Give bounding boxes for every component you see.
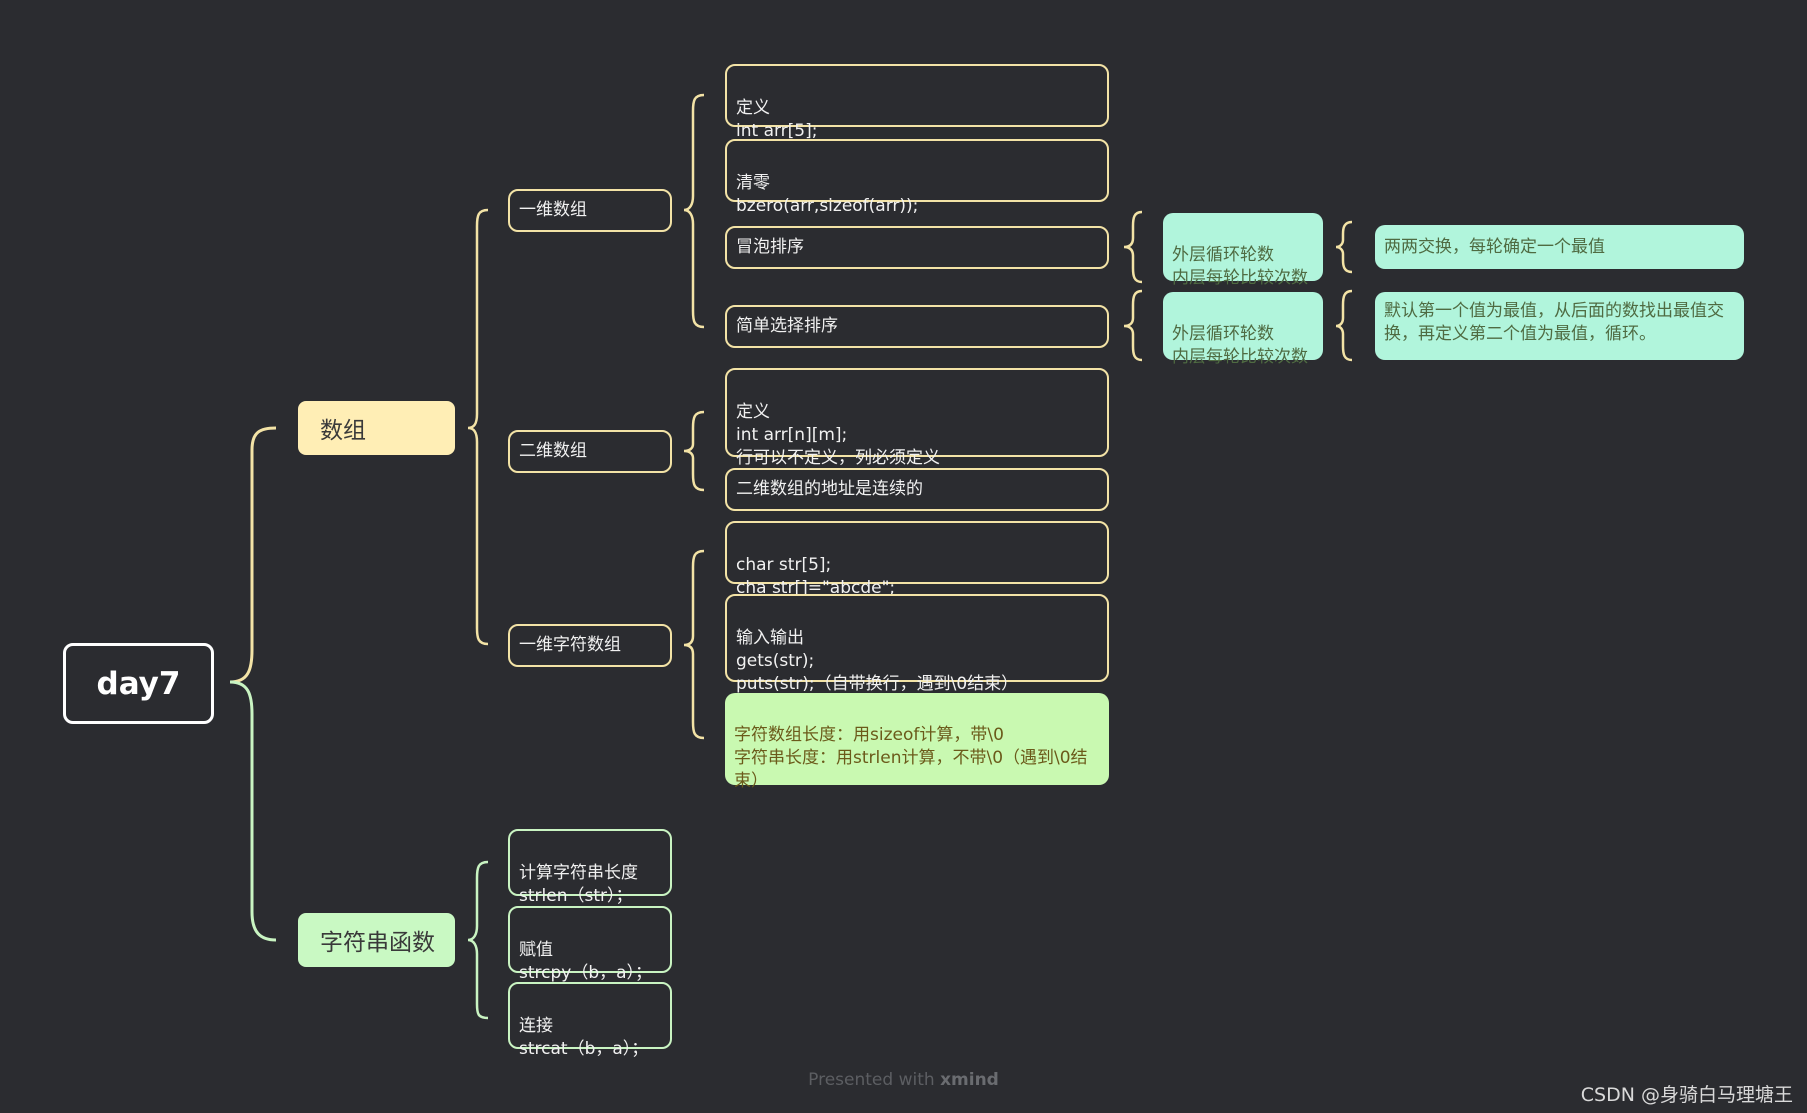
subtopic-one-dim-array-label: 一维数组 <box>519 200 587 220</box>
char-array-length-note[interactable]: 字符数组长度：用sizeof计算，带\0 字符串长度：用strlen计算，不带\… <box>725 693 1109 791</box>
string-fn-strcat[interactable]: 连接 strcat（b，a）； <box>508 982 672 1059</box>
one-dim-define[interactable]: 定义 int arr[5]; <box>725 64 1109 141</box>
topic-string-functions[interactable]: 字符串函数 <box>298 913 455 967</box>
string-fn-strlen-text: 计算字符串长度 strlen（str）； <box>519 863 638 906</box>
subtopic-two-dim-array-label: 二维数组 <box>519 441 587 461</box>
root-label: day7 <box>96 665 181 702</box>
one-dim-zero-text: 清零 bzero(arr,sizeof(arr)); <box>736 173 919 216</box>
subtopic-char-array[interactable]: 一维字符数组 <box>508 624 672 667</box>
bubble-desc-note[interactable]: 两两交换，每轮确定一个最值 <box>1375 225 1744 269</box>
char-array-declare-text: char str[5]; cha str[]="abcde"; <box>736 555 896 598</box>
one-dim-bubble-sort-text: 冒泡排序 <box>736 237 804 257</box>
presented-with-footer: Presented with xmind <box>0 1070 1807 1090</box>
string-fn-strcat-text: 连接 strcat（b，a）； <box>519 1016 649 1059</box>
bubble-desc-note-text: 两两交换，每轮确定一个最值 <box>1384 236 1605 257</box>
root-node[interactable]: day7 <box>63 643 214 724</box>
two-dim-define[interactable]: 定义 int arr[n][m]; 行可以不定义，列必须定义 <box>725 368 1109 468</box>
char-array-length-note-text: 字符数组长度：用sizeof计算，带\0 字符串长度：用strlen计算，不带\… <box>734 725 1088 791</box>
string-fn-strcpy[interactable]: 赋值 strcpy（b，a）； <box>508 906 672 983</box>
bubble-loops-note-text: 外层循环轮数 内层每轮比较次数 <box>1172 245 1308 288</box>
two-dim-address[interactable]: 二维数组的地址是连续的 <box>725 468 1109 511</box>
subtopic-char-array-label: 一维字符数组 <box>519 635 621 655</box>
selection-desc-note-text: 默认第一个值为最值，从后面的数找出最值交换，再定义第二个值为最值，循环。 <box>1384 301 1724 344</box>
bubble-loops-note[interactable]: 外层循环轮数 内层每轮比较次数 <box>1163 213 1323 288</box>
char-array-declare[interactable]: char str[5]; cha str[]="abcde"; <box>725 521 1109 598</box>
topic-string-functions-label: 字符串函数 <box>320 930 435 956</box>
footer-prefix: Presented with <box>808 1070 941 1090</box>
selection-loops-note-text: 外层循环轮数 内层每轮比较次数 <box>1172 324 1308 367</box>
two-dim-define-text: 定义 int arr[n][m]; 行可以不定义，列必须定义 <box>736 402 940 468</box>
selection-loops-note[interactable]: 外层循环轮数 内层每轮比较次数 <box>1163 292 1323 367</box>
topic-array-label: 数组 <box>320 418 366 444</box>
char-array-io[interactable]: 输入输出 gets(str); puts(str);（自带换行，遇到\0结束） <box>725 594 1109 694</box>
csdn-watermark: CSDN @身骑白马理塘王 <box>1580 1084 1793 1106</box>
selection-desc-note[interactable]: 默认第一个值为最值，从后面的数找出最值交换，再定义第二个值为最值，循环。 <box>1375 292 1744 360</box>
footer-brand: xmind <box>940 1070 999 1090</box>
char-array-io-text: 输入输出 gets(str); puts(str);（自带换行，遇到\0结束） <box>736 628 1019 694</box>
subtopic-two-dim-array[interactable]: 二维数组 <box>508 430 672 473</box>
string-fn-strcpy-text: 赋值 strcpy（b，a）； <box>519 940 653 983</box>
two-dim-address-text: 二维数组的地址是连续的 <box>736 479 923 499</box>
topic-array[interactable]: 数组 <box>298 401 455 455</box>
one-dim-bubble-sort[interactable]: 冒泡排序 <box>725 226 1109 269</box>
one-dim-selection-sort[interactable]: 简单选择排序 <box>725 305 1109 348</box>
one-dim-define-text: 定义 int arr[5]; <box>736 98 818 141</box>
subtopic-one-dim-array[interactable]: 一维数组 <box>508 189 672 232</box>
one-dim-zero[interactable]: 清零 bzero(arr,sizeof(arr)); <box>725 139 1109 216</box>
one-dim-selection-sort-text: 简单选择排序 <box>736 316 838 336</box>
string-fn-strlen[interactable]: 计算字符串长度 strlen（str）； <box>508 829 672 906</box>
